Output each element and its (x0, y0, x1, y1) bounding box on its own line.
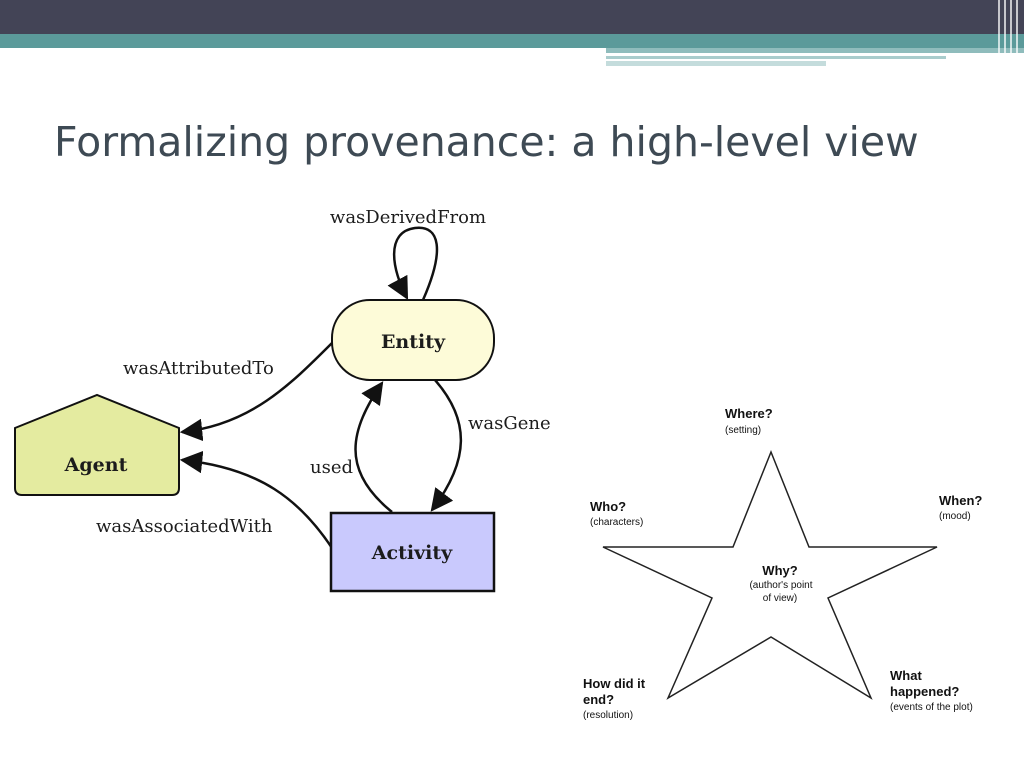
star-how-question-line1: How did it (583, 676, 646, 691)
slide-header-right-lines (992, 0, 1024, 70)
star-where-question: Where? (725, 406, 773, 421)
label-was-derived-from: wasDerivedFrom (330, 207, 486, 228)
star-what-sub: (events of the plot) (890, 702, 973, 713)
label-was-attributed-to: wasAttributedTo (123, 358, 274, 379)
slide-title: Formalizing provenance: a high-level vie… (54, 118, 919, 166)
star-who-sub: (characters) (590, 517, 643, 528)
star-when-question: When? (939, 493, 982, 508)
edge-was-derived-from (387, 226, 439, 301)
label-was-generated-by: wasGene (468, 413, 551, 434)
entity-label: Entity (381, 331, 446, 353)
star-how-question-line2: end? (583, 692, 614, 707)
slide-header-accent (0, 34, 1024, 48)
activity-node (329, 511, 496, 593)
star-who-question: Who? (590, 499, 626, 514)
edge-was-associated-with (179, 450, 334, 549)
slide-header-bar (0, 0, 1024, 34)
story-star-diagram: Where? (setting) Who? (characters) When?… (583, 406, 982, 721)
label-used: used (310, 457, 353, 478)
star-shape (602, 449, 938, 700)
agent-label: Agent (64, 454, 128, 476)
slide-header-stripes (606, 48, 1024, 70)
provenance-diagram: Entity Agent Activity wasDerivedFrom was… (14, 207, 551, 593)
edge-was-attributed-to (179, 342, 333, 442)
edge-was-generated-by (430, 379, 463, 512)
label-was-associated-with: wasAssociatedWith (96, 516, 273, 537)
edge-used (354, 381, 393, 513)
star-when-sub: (mood) (939, 511, 971, 522)
star-what-question-line1: What (890, 668, 922, 683)
star-why-sub-line1: (author's point (749, 580, 812, 591)
entity-node (331, 299, 495, 381)
star-where-sub: (setting) (725, 425, 761, 436)
star-why-sub-line2: of view) (763, 593, 797, 604)
star-why-question: Why? (762, 563, 797, 578)
star-how-sub: (resolution) (583, 710, 633, 721)
activity-label: Activity (371, 542, 453, 564)
star-what-question-line2: happened? (890, 684, 959, 699)
agent-node (14, 393, 180, 496)
